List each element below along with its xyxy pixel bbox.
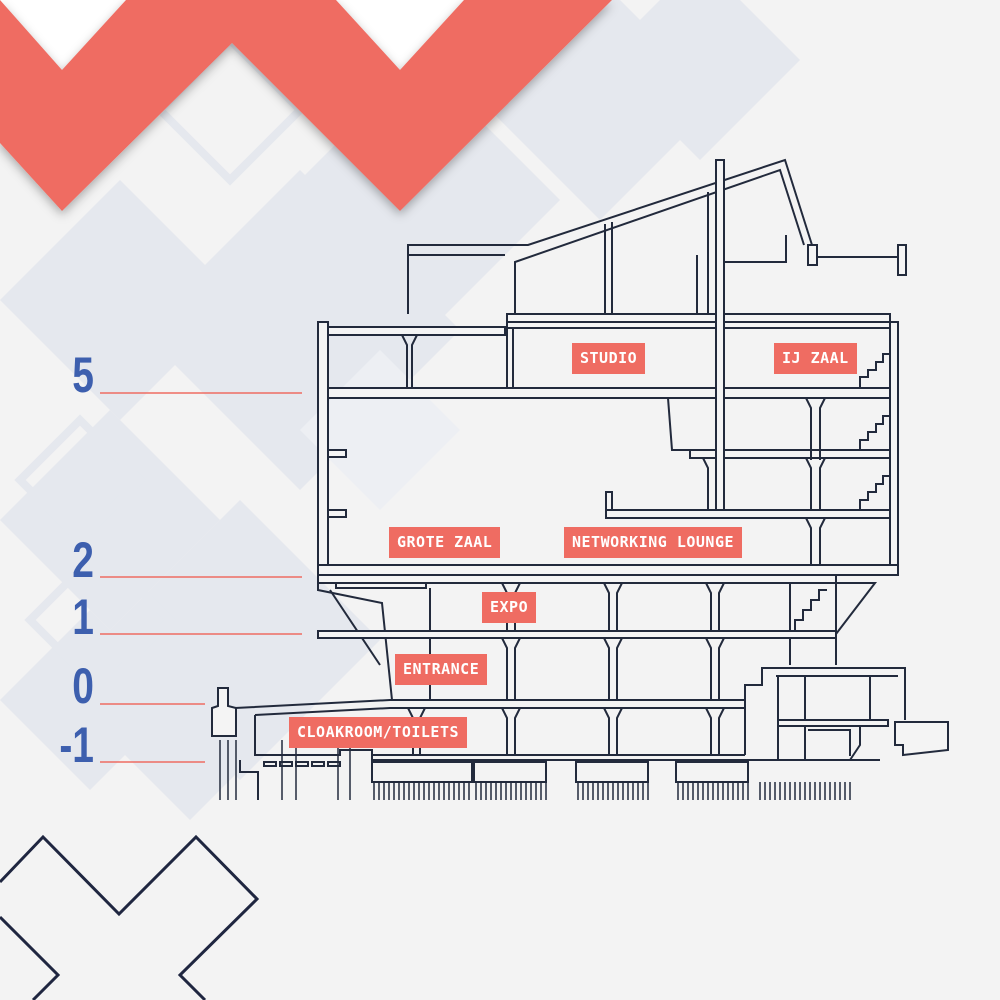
room-label-cloakroom-toilets: CLOAKROOM/TOILETS [289,717,468,748]
level-0-number: 0 [72,658,94,714]
level-minus1-number: -1 [59,717,94,773]
building-section [211,158,949,800]
level-5-number: 5 [72,347,94,403]
foundation-piles [219,740,851,800]
room-label-ij-zaal: IJ ZAAL [774,343,857,374]
x-outline-mark [0,834,260,1000]
room-label-expo: EXPO [482,592,537,623]
level-lines [100,392,302,763]
red-zigzag-band [0,0,612,211]
level-2-number: 2 [72,532,94,588]
level-1-number: 1 [72,589,94,645]
room-label-studio: STUDIO [572,343,646,374]
room-label-networking-lounge: NETWORKING LOUNGE [564,527,743,558]
room-label-grote-zaal: GROTE ZAAL [389,527,501,558]
room-label-entrance: ENTRANCE [395,654,488,685]
